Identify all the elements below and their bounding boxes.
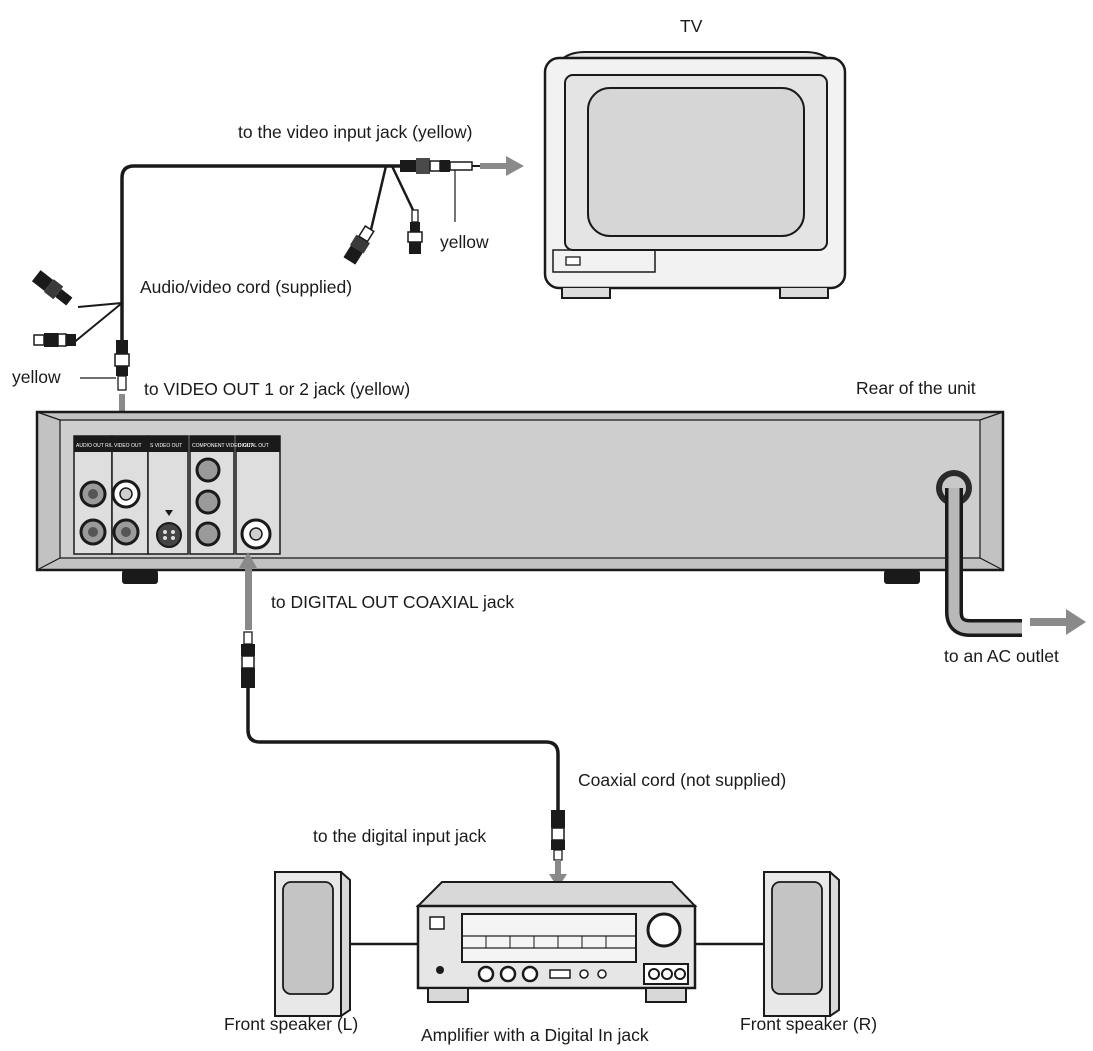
video-out-jack-label: to VIDEO OUT 1 or 2 jack (yellow) — [144, 379, 411, 399]
yellow-tv-label: yellow — [440, 232, 489, 252]
audio-video-cord — [71, 164, 415, 345]
unit-video-plug — [80, 340, 130, 391]
video-input-jack-label: to the video input jack (yellow) — [238, 122, 473, 142]
panel-label-component: COMPONENT VIDEO OUT — [192, 443, 253, 449]
amplifier-label: Amplifier with a Digital In jack — [421, 1025, 649, 1045]
digital-input-jack-label: to the digital input jack — [313, 826, 487, 846]
front-speaker-left — [274, 871, 351, 1017]
panel-label-video-out: VIDEO OUT — [114, 443, 142, 449]
panel-label-digital-out: DIGITAL OUT — [238, 443, 269, 449]
rear-of-unit-label: Rear of the unit — [856, 378, 976, 398]
digital-out-jack-label: to DIGITAL OUT COAXIAL jack — [271, 592, 515, 612]
tv-video-plug — [400, 158, 480, 222]
rear-panel-jacks: AUDIO OUT R/L VIDEO OUT S VIDEO OUT COMP… — [73, 435, 281, 555]
tv — [543, 51, 847, 299]
amplifier — [415, 881, 698, 1003]
front-speaker-right-label: Front speaker (R) — [740, 1014, 878, 1034]
coaxial-cord — [246, 688, 560, 810]
unit-audio-plug-upper — [31, 270, 73, 306]
panel-label-audio-out: AUDIO OUT R/L — [76, 443, 113, 449]
unit-audio-plug-lower — [33, 333, 76, 347]
tv-label: TV — [680, 16, 703, 36]
front-speaker-left-label: Front speaker (L) — [224, 1014, 359, 1034]
arrow-to-tv — [480, 156, 524, 176]
coaxial-cord-label: Coaxial cord (not supplied) — [578, 770, 787, 790]
ac-power-cord — [936, 470, 1022, 637]
front-speaker-right — [763, 871, 840, 1017]
coaxial-plug-bottom — [551, 810, 565, 861]
panel-label-s-video: S VIDEO OUT — [150, 443, 182, 449]
ac-outlet-label: to an AC outlet — [944, 646, 1059, 666]
tv-audio-plug-left — [343, 225, 375, 265]
tv-audio-plug-right — [407, 209, 423, 254]
arrow-to-ac-outlet — [1030, 609, 1086, 635]
yellow-unit-label: yellow — [12, 367, 61, 387]
arrow-to-digital-out — [239, 552, 257, 630]
coaxial-plug-top — [241, 631, 255, 688]
av-cord-label: Audio/video cord (supplied) — [140, 277, 353, 297]
